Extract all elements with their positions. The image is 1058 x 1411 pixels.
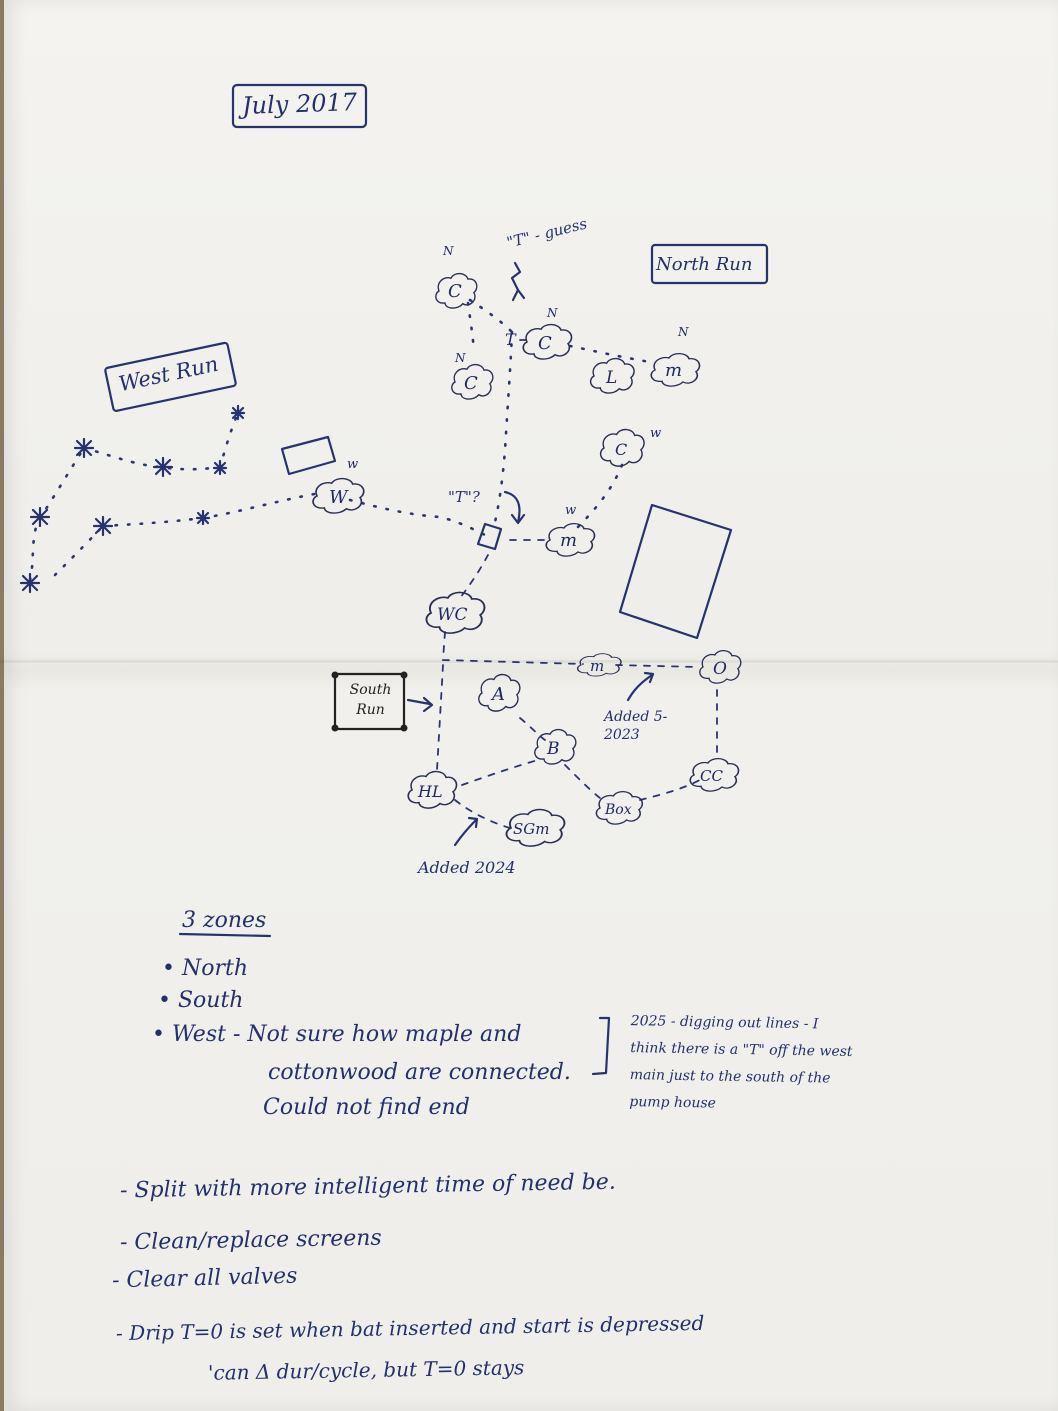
zone-marker-n: N [454,351,466,365]
zone-marker-w: w [650,426,661,441]
side-note-line: main just to the south of the [629,1067,831,1087]
node-north-c1: C [448,281,462,302]
south-run-box [333,672,406,731]
north-run-lines [466,298,652,541]
side-note-line: think there is a "T" off the west [630,1040,853,1060]
added-2023-arrow [626,671,655,702]
added-2024-label: Added 2024 [418,858,516,877]
todo-item-5: 'can Δ dur/cycle, but T=0 stays [207,1355,525,1385]
node-north-l: L [605,368,617,388]
side-note-line: pump house [629,1094,717,1112]
west-run-lines [28,411,487,582]
note-bracket [591,1016,611,1076]
zone-marker-n: N [677,325,689,339]
south-run-label: South Run [349,682,392,718]
node-north-m: m [665,360,682,381]
node-west-c: C [615,440,627,459]
west-note-line-2: cottonwood are connected. [268,1060,571,1085]
node-south-o: O [713,659,727,679]
added-2024-arrow [453,816,479,847]
paper-sheet [4,0,1058,1411]
zone-marker-n: N [546,306,558,320]
date-box [231,83,368,129]
guess-arrow [510,261,526,302]
zones-underline [178,932,272,938]
node-south-sgm: SGm [513,820,549,838]
zone-marker-n: N [442,244,454,258]
node-south-hl: HL [417,782,443,801]
node-south-m: m [590,657,604,675]
node-north-c2: C [464,373,478,394]
added-2023-label: Added 5-2023 [604,709,668,743]
node-west-m: m [560,530,577,551]
west-run-box [104,341,237,412]
node-south-box: Box [604,802,632,818]
south-run-lines [436,554,718,829]
node-south-cc: CC [700,767,723,785]
zone-item-north: • North [162,956,249,981]
north-run-label: North Run [656,254,753,275]
node-north-c3: C [538,333,552,354]
node-north-tee: T [505,330,517,349]
tee-arrow [503,490,526,525]
south-run-arrow [406,696,434,713]
node-south-a: A [490,684,505,705]
zone-item-south: • South [158,988,244,1013]
house-outline [618,503,733,640]
node-south-b: B [546,739,560,759]
paper-fold-crease [0,660,1058,663]
pump-box [476,522,503,551]
structure-outline [280,435,337,476]
zone-marker-w: w [347,457,358,472]
zone-marker-w: w [565,503,576,518]
side-note: 2025 - digging out lines - I think there… [629,1008,853,1120]
node-wc: WC [437,605,467,625]
side-note-line: 2025 - digging out lines - I [630,1013,819,1033]
date-label: July 2017 [241,88,358,120]
todo-item-2: - Clean/replace screens [119,1225,382,1256]
west-note-line-3: Could not find end [263,1095,470,1120]
todo-item-3: - Clear all valves [111,1263,298,1294]
zones-heading: 3 zones [182,908,267,933]
node-west-w: W [329,487,349,508]
north-run-box [650,243,769,285]
t-question-label: "T"? [448,488,480,506]
zone-item-west: • West - Not sure how maple and [152,1022,522,1047]
